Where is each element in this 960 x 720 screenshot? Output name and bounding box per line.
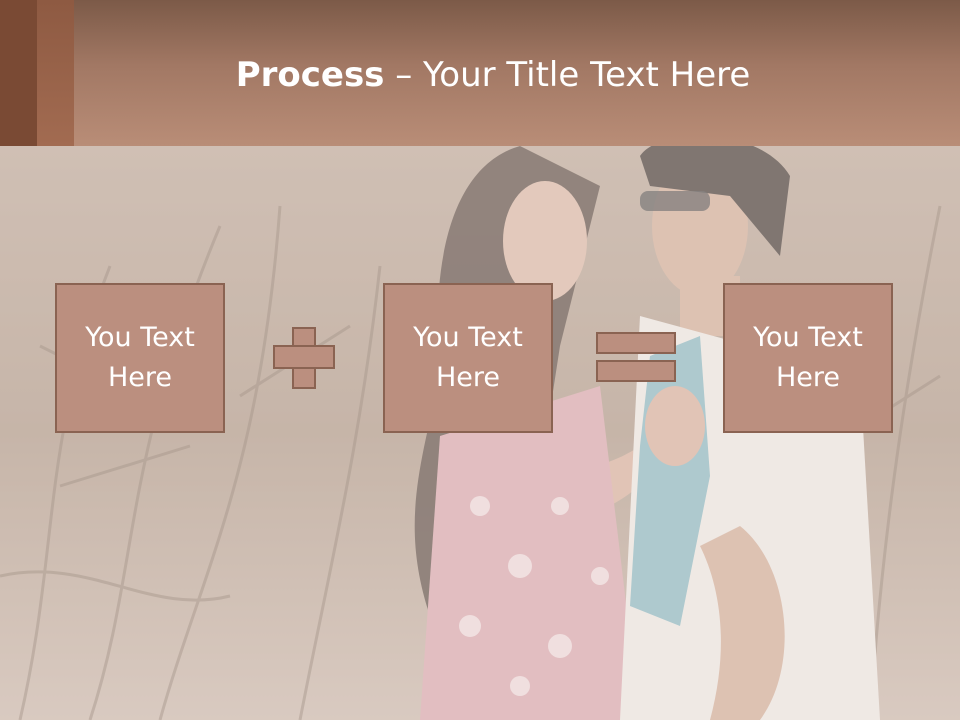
process-box-2[interactable]: You Text Here bbox=[383, 283, 553, 433]
process-box-2-text: You Text Here bbox=[413, 322, 523, 393]
process-box-3[interactable]: You Text Here bbox=[723, 283, 893, 433]
process-box-1[interactable]: You Text Here bbox=[55, 283, 225, 433]
decorative-strip-dark bbox=[0, 0, 37, 146]
title-bold: Process bbox=[235, 55, 385, 95]
title-rest: – Your Title Text Here bbox=[384, 55, 751, 95]
plus-icon-center bbox=[294, 347, 314, 367]
equals-icon bbox=[596, 332, 676, 354]
title-bar: Process – Your Title Text Here bbox=[0, 0, 960, 146]
photo-overlay bbox=[0, 146, 960, 720]
process-box-3-text: You Text Here bbox=[753, 322, 863, 393]
background-photo bbox=[0, 146, 960, 720]
equals-icon-lower-bar bbox=[596, 360, 676, 382]
decorative-strip-light bbox=[37, 0, 74, 146]
slide-title[interactable]: Process – Your Title Text Here bbox=[0, 52, 960, 98]
process-box-1-text: You Text Here bbox=[85, 322, 195, 393]
